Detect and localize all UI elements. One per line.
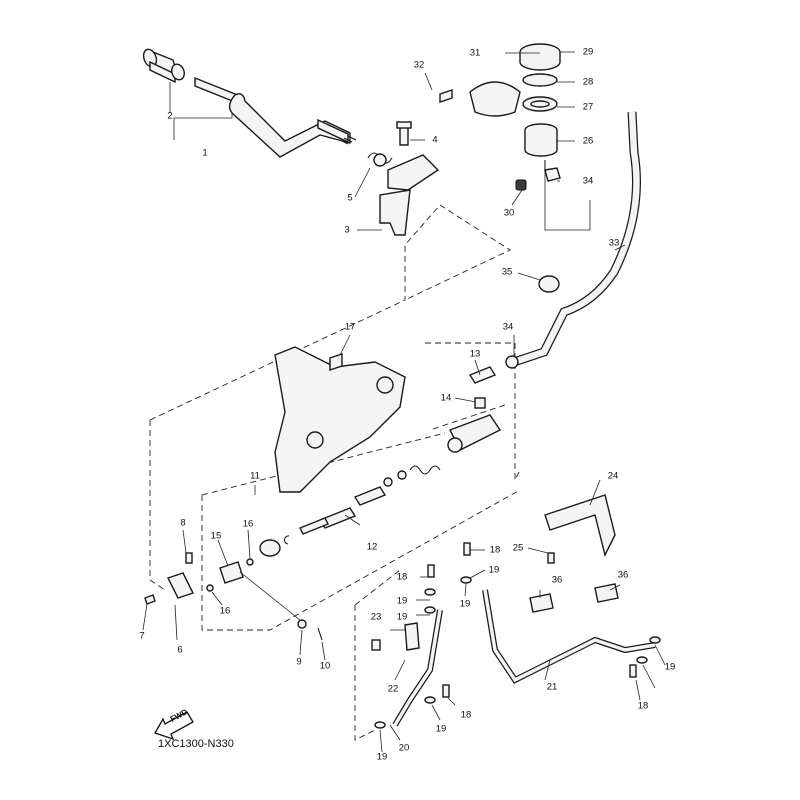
callout-2: 2 xyxy=(167,111,172,122)
callout-16b: 16 xyxy=(220,606,231,617)
pushrod-linkage xyxy=(144,552,323,641)
callout-36b: 36 xyxy=(618,570,629,581)
callout-1: 1 xyxy=(202,148,207,159)
callout-19b: 19 xyxy=(397,596,408,607)
callout-36a: 36 xyxy=(552,575,563,586)
diagram-code: 1XC1300-N330 xyxy=(158,738,234,750)
callout-3: 3 xyxy=(344,225,349,236)
callout-28: 28 xyxy=(583,77,594,88)
reservoir-assembly xyxy=(439,43,561,191)
callout-numbers: 1 2 3 4 5 6 7 8 9 10 11 12 13 14 15 16 1… xyxy=(139,47,675,763)
callout-24: 24 xyxy=(608,471,619,482)
assembly-boundaries xyxy=(149,204,521,741)
callout-18b: 18 xyxy=(397,572,408,583)
callout-19g: 19 xyxy=(665,662,676,673)
callout-29: 29 xyxy=(583,47,594,58)
callout-35: 35 xyxy=(502,267,513,278)
footrest-bracket xyxy=(274,346,406,493)
callout-5: 5 xyxy=(347,193,352,204)
callout-33: 33 xyxy=(609,238,620,249)
callout-25: 25 xyxy=(513,543,524,554)
callout-16a: 16 xyxy=(243,519,254,530)
callout-6: 6 xyxy=(177,645,182,656)
brake-hose-assembly xyxy=(371,494,661,729)
callout-19f: 19 xyxy=(377,752,388,763)
callout-22: 22 xyxy=(388,684,399,695)
callout-19a: 19 xyxy=(489,565,500,576)
callout-34a: 34 xyxy=(583,176,594,187)
callout-20: 20 xyxy=(399,743,410,754)
callout-19c: 19 xyxy=(397,612,408,623)
callout-27: 27 xyxy=(583,102,594,113)
callout-12: 12 xyxy=(367,542,378,553)
callout-17: 17 xyxy=(345,322,356,333)
callout-4: 4 xyxy=(432,135,437,146)
callout-19e: 19 xyxy=(436,724,447,735)
master-cylinder xyxy=(259,366,502,557)
callout-31: 31 xyxy=(470,48,481,59)
callout-18c: 18 xyxy=(461,710,472,721)
shift-pedal xyxy=(142,48,357,158)
callout-13: 13 xyxy=(470,349,481,360)
callout-26: 26 xyxy=(583,136,594,147)
callout-32: 32 xyxy=(414,60,425,71)
callout-30: 30 xyxy=(504,208,515,219)
reservoir-hose xyxy=(505,111,641,369)
callout-19d: 19 xyxy=(460,599,471,610)
callout-18a: 18 xyxy=(490,545,501,556)
callout-11: 11 xyxy=(250,471,260,482)
fwd-arrow-icon: FWD xyxy=(154,707,194,741)
callout-34b: 34 xyxy=(503,322,514,333)
callout-8: 8 xyxy=(180,518,185,529)
leader-lines xyxy=(142,51,666,753)
pedal-bracket xyxy=(367,121,440,236)
callout-7: 7 xyxy=(139,631,144,642)
callout-18d: 18 xyxy=(638,701,649,712)
callout-10: 10 xyxy=(320,661,331,672)
callout-9: 9 xyxy=(296,657,301,668)
callout-15: 15 xyxy=(211,531,222,542)
callout-21: 21 xyxy=(547,682,558,693)
callout-23: 23 xyxy=(371,612,382,623)
callout-14: 14 xyxy=(441,393,452,404)
